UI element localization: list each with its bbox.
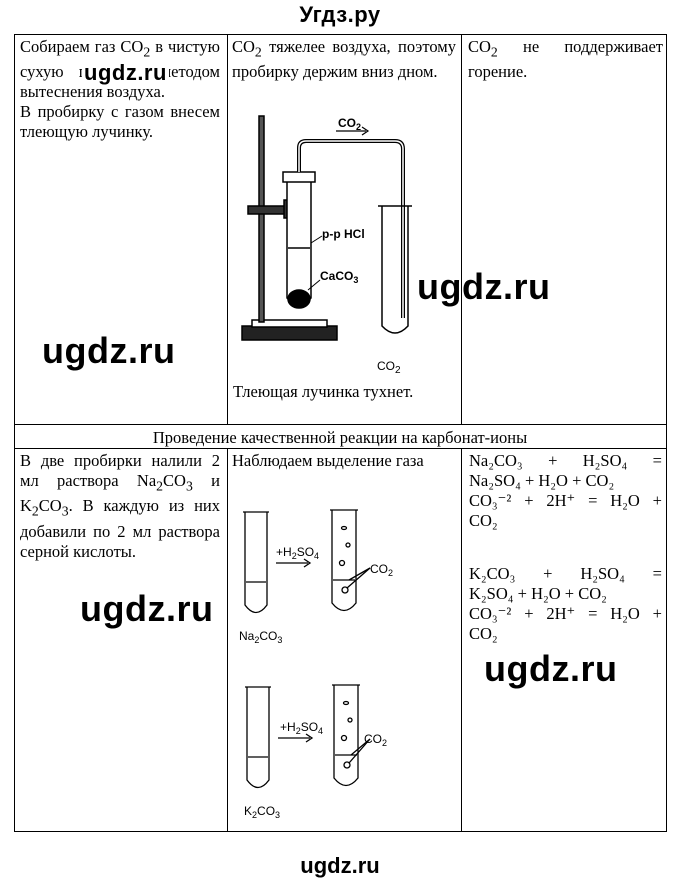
gas-collection-apparatus-figure: CO2 р-р HCl CaCO3 CO2 (241, 115, 412, 373)
watermark-5: ugdz.ru (484, 648, 618, 689)
row1-col1-cell: Собираем газ CO2 в чистую сухую пробирку… (20, 37, 220, 142)
reaction1-reagent-label: +H2SO4 (276, 545, 319, 561)
row2-col1-cell: В две пробирки налили 2 мл раствора Na2C… (20, 451, 220, 562)
row2-col2-text: Наблюдаем выделение газа (232, 451, 424, 470)
watermark-1: ugdz.ru (82, 60, 169, 86)
apparatus-caption: Тлеющая лучинка тухнет. (233, 382, 414, 401)
row1-col3-text: CO2 не поддерживает горение. (468, 37, 663, 82)
apparatus-label-tube-gas: CO2 (377, 359, 401, 373)
row1-col2-text: CO2 тяжелее воздуха, поэтому пробирку де… (232, 37, 456, 82)
site-title: Угдз.ру (299, 2, 381, 27)
reaction2-salt-label: K2CO3 (244, 804, 280, 820)
reaction1-salt-label: Na2CO3 (239, 629, 282, 645)
apparatus-label-gas: CO2 (338, 116, 361, 132)
equations-block-2: K₂CO₃+H₂SO₄= K₂SO₄ + H₂O + CO₂ CO₃⁻²+2H⁺… (469, 564, 662, 644)
reaction-figure-na2co3: +H2SO4 CO2 Na2CO3 (239, 509, 393, 645)
row1-col1-paragraph-2: В пробирку с газом внесем тлеющую лучинк… (20, 102, 220, 142)
row2-col2-cell: Наблюдаем выделение газа (232, 451, 456, 471)
row2-col1-text: В две пробирки налили 2 мл раствора Na2C… (20, 451, 220, 561)
eq1-line2: Na₂SO₄ + H₂O + CO₂ (469, 471, 615, 490)
reaction2-gas-label: CO2 (364, 732, 387, 748)
eq1-line1: Na₂CO₃+H₂SO₄= (469, 451, 662, 470)
section-header: Проведение качественной реакции на карбо… (152, 428, 528, 447)
eq2-line2: K₂SO₄ + H₂O + CO₂ (469, 584, 607, 603)
watermark-2: ugdz.ru (417, 266, 551, 307)
reaction2-reagent-label: +H2SO4 (280, 720, 323, 736)
equations-block-1: Na₂CO₃+H₂SO₄= Na₂SO₄ + H₂O + CO₂ CO₃⁻²+2… (469, 451, 662, 531)
watermark-3: ugdz.ru (42, 330, 176, 371)
reaction1-gas-label: CO2 (370, 562, 393, 578)
reaction-figure-k2co3: +H2SO4 CO2 K2CO3 (244, 684, 387, 820)
site-footer: ugdz.ru (300, 853, 380, 878)
eq2-line3: CO₃⁻²+2H⁺=H₂O+ (469, 604, 662, 623)
eq1-line3: CO₃⁻²+2H⁺=H₂O+ (469, 491, 662, 510)
row1-col2-cell: CO2 тяжелее воздуха, поэтому пробирку де… (232, 37, 456, 82)
watermark-4: ugdz.ru (80, 588, 214, 629)
eq2-line1: K₂CO₃+H₂SO₄= (469, 564, 662, 583)
apparatus-label-acid: р-р HCl (322, 227, 365, 241)
row1-col3-cell: CO2 не поддерживает горение. (468, 37, 663, 82)
apparatus-label-salt: CaCO3 (320, 269, 358, 285)
eq1-line4: CO₂ (469, 511, 498, 530)
eq2-line4: CO₂ (469, 624, 498, 643)
